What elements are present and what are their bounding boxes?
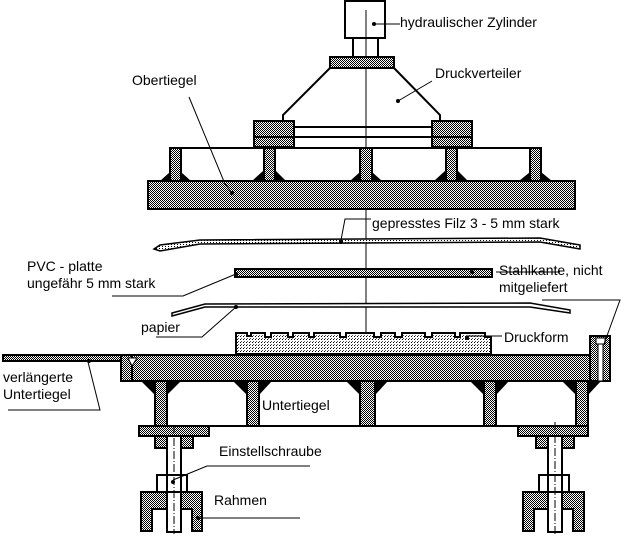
felt-layer (152, 237, 581, 252)
pvc-plate (234, 268, 493, 278)
label-pressure-distributor: Druckverteiler (435, 65, 522, 81)
lower-platen (120, 335, 611, 427)
right-support (517, 422, 589, 534)
printing-form (235, 332, 492, 355)
label-adjusting-screw: Einstellschraube (219, 443, 322, 459)
label-steel-edge-line2: mitgeliefert (499, 279, 568, 295)
label-pvc-line2: ungefähr 5 mm stark (27, 275, 156, 291)
label-printing-form: Druckform (504, 329, 569, 345)
label-upper-platen: Obertiegel (132, 72, 197, 88)
paper-layer (171, 302, 571, 317)
left-support (138, 425, 210, 534)
upper-platen (147, 147, 576, 210)
label-steel-edge-line1: Stahlkante, nicht (499, 262, 603, 278)
label-lower-platen: Untertiegel (262, 397, 330, 413)
label-extended-lower-line2: Untertiegel (3, 386, 71, 402)
label-pvc-line1: PVC - platte (27, 258, 103, 274)
label-extended-lower-line1: verlängerte (3, 369, 73, 385)
leader-lines (8, 23, 621, 519)
leader-dots (87, 22, 474, 520)
hydraulic-cylinder (329, 0, 395, 69)
label-frame: Rahmen (214, 492, 267, 508)
label-felt: gepresstes Filz 3 - 5 mm stark (372, 215, 560, 231)
label-hydraulic-cylinder: hydraulischer Zylinder (400, 14, 537, 30)
label-paper: papier (141, 319, 180, 335)
